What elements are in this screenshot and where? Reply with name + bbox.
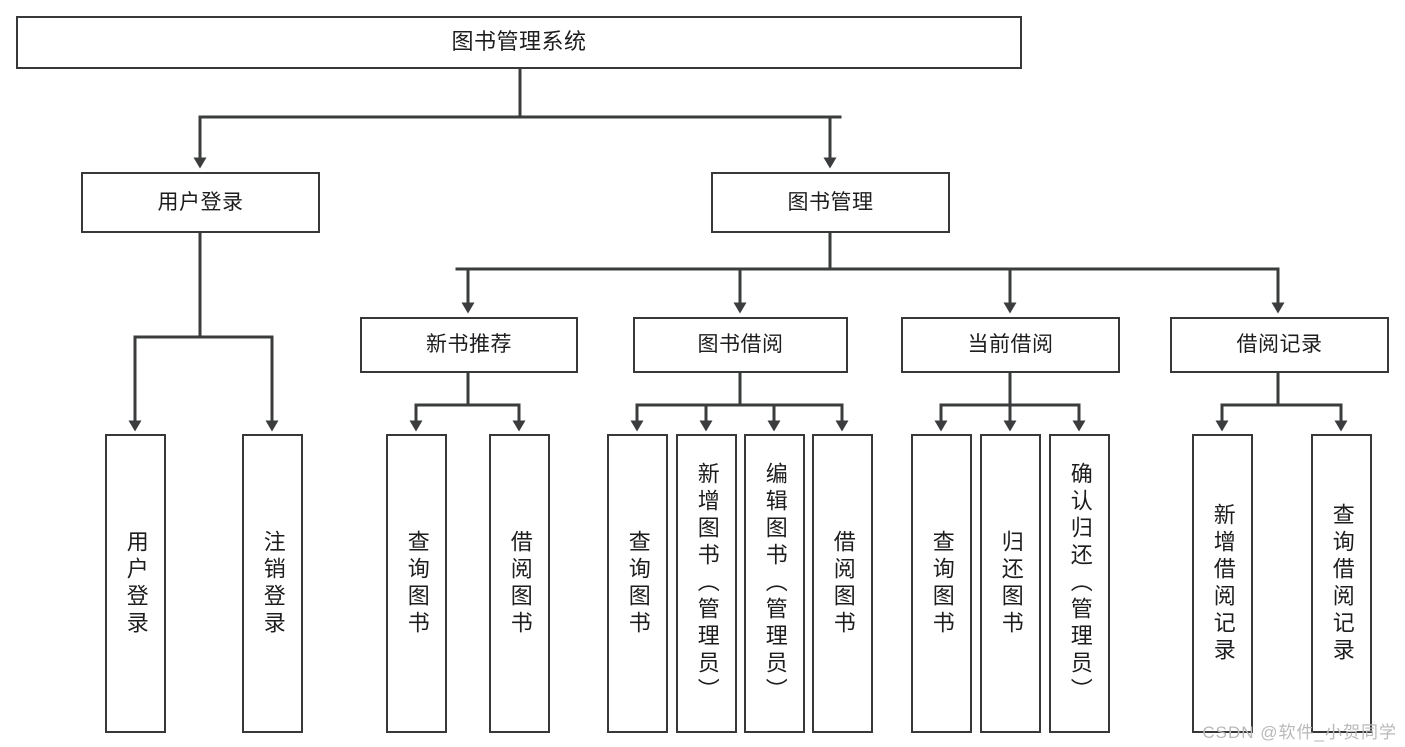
node-leaf-query-record[interactable]: 查询借阅记录 xyxy=(1311,434,1372,733)
node-leaf-query-book-2[interactable]: 查询图书 xyxy=(607,434,668,733)
node-root-label: 图书管理系统 xyxy=(451,29,587,55)
node-book-borrow[interactable]: 图书借阅 xyxy=(633,317,848,373)
node-leaf-confirm-return-label: 确认归还（管理员） xyxy=(1067,462,1093,705)
node-leaf-borrow-book-2-label: 借阅图书 xyxy=(830,529,856,638)
node-leaf-edit-book[interactable]: 编辑图书（管理员） xyxy=(744,434,805,733)
node-new-book-rec[interactable]: 新书推荐 xyxy=(360,317,578,373)
node-leaf-return-book[interactable]: 归还图书 xyxy=(980,434,1041,733)
node-borrow-record[interactable]: 借阅记录 xyxy=(1170,317,1389,373)
node-leaf-return-book-label: 归还图书 xyxy=(998,529,1024,638)
node-leaf-user-login[interactable]: 用户登录 xyxy=(105,434,166,733)
node-leaf-query-book-3-label: 查询图书 xyxy=(929,529,955,638)
node-user-login-label: 用户登录 xyxy=(157,190,244,214)
node-leaf-add-record[interactable]: 新增借阅记录 xyxy=(1192,434,1253,733)
node-book-manage[interactable]: 图书管理 xyxy=(711,172,950,233)
node-leaf-borrow-book-1[interactable]: 借阅图书 xyxy=(489,434,550,733)
node-root[interactable]: 图书管理系统 xyxy=(16,16,1022,69)
node-leaf-borrow-book-1-label: 借阅图书 xyxy=(507,529,533,638)
node-book-borrow-label: 图书借阅 xyxy=(697,333,784,357)
node-leaf-query-record-label: 查询借阅记录 xyxy=(1329,502,1355,665)
node-user-login[interactable]: 用户登录 xyxy=(81,172,320,233)
node-book-manage-label: 图书管理 xyxy=(787,190,874,214)
csdn-watermark: CSDN @软件_小贺同学 xyxy=(1202,723,1397,742)
node-leaf-logout[interactable]: 注销登录 xyxy=(242,434,303,733)
node-leaf-add-record-label: 新增借阅记录 xyxy=(1210,502,1236,665)
node-leaf-user-login-label: 用户登录 xyxy=(123,529,149,638)
node-leaf-confirm-return[interactable]: 确认归还（管理员） xyxy=(1049,434,1110,733)
node-borrow-record-label: 借阅记录 xyxy=(1236,333,1323,357)
node-current-borrow-label: 当前借阅 xyxy=(967,333,1054,357)
node-leaf-query-book-3[interactable]: 查询图书 xyxy=(911,434,972,733)
node-leaf-add-book-label: 新增图书（管理员） xyxy=(694,462,720,705)
node-new-book-rec-label: 新书推荐 xyxy=(426,333,512,357)
node-leaf-query-book-1-label: 查询图书 xyxy=(404,529,430,638)
node-leaf-logout-label: 注销登录 xyxy=(260,529,286,638)
node-current-borrow[interactable]: 当前借阅 xyxy=(901,317,1120,373)
node-leaf-query-book-2-label: 查询图书 xyxy=(625,529,651,638)
node-leaf-query-book-1[interactable]: 查询图书 xyxy=(386,434,447,733)
node-leaf-edit-book-label: 编辑图书（管理员） xyxy=(762,462,788,705)
node-leaf-add-book[interactable]: 新增图书（管理员） xyxy=(676,434,737,733)
node-leaf-borrow-book-2[interactable]: 借阅图书 xyxy=(812,434,873,733)
